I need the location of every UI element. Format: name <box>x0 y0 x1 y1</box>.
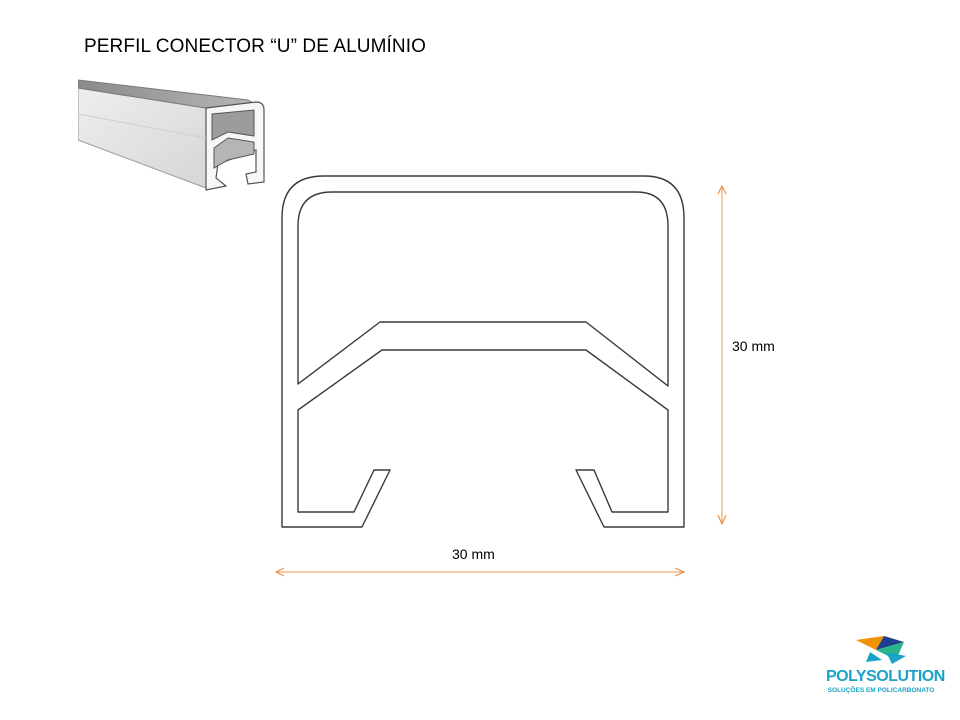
height-dimension-label: 30 mm <box>732 338 775 354</box>
page-title: PERFIL CONECTOR “U” DE ALUMÍNIO <box>84 36 426 57</box>
logo-tagline: SOLUÇÕES EM POLICARBONATO <box>827 687 935 694</box>
profile-outer-contour <box>281 175 685 528</box>
profile-3d-thumbnail <box>78 79 265 191</box>
profile-inner-cavity <box>297 191 669 387</box>
width-dimension-label: 30 mm <box>452 546 495 562</box>
logo-mark-icon <box>856 636 906 664</box>
polysolution-logo: POLYSOLUTION SOLUÇÕES EM POLICARBONATO <box>826 630 945 700</box>
logo-wordmark: POLYSOLUTION <box>826 668 945 685</box>
